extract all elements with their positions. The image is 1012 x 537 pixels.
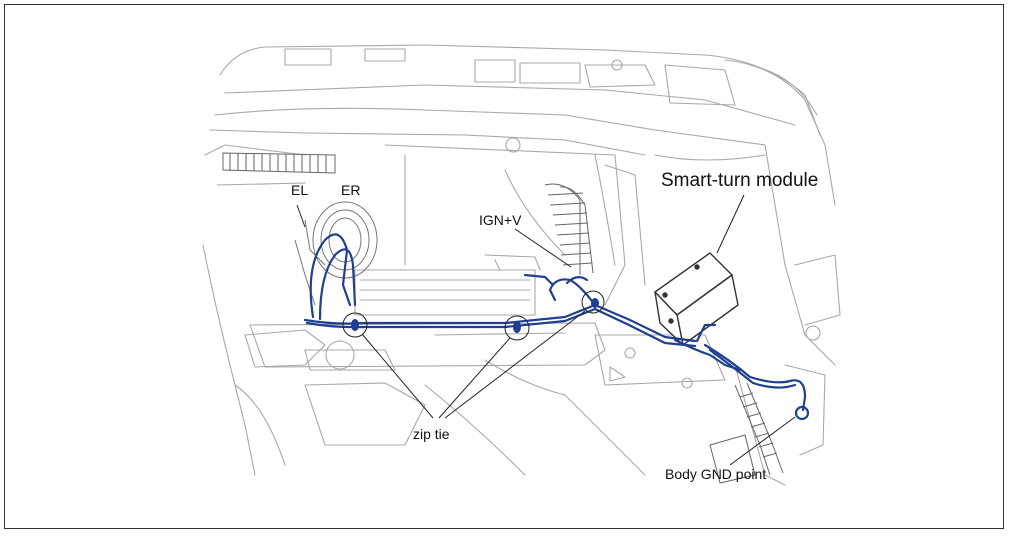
ground-label: Body GND point — [665, 466, 767, 482]
corrugated-harness-left — [222, 152, 336, 174]
dashboard-sketch — [202, 44, 841, 486]
ign-label: IGN+V — [479, 212, 522, 228]
el-label: EL — [291, 182, 309, 198]
module-label: Smart-turn module — [661, 170, 819, 191]
diagram-frame: EL ER IGN+V Smart-turn module zip tie Bo… — [4, 4, 1004, 529]
corrugated-tube — [544, 183, 594, 275]
zip-tie-label: zip tie — [413, 426, 450, 442]
zip-tie-marks — [351, 298, 599, 333]
dashboard-structure — [202, 44, 841, 486]
callout-lines — [296, 194, 796, 466]
zip-tie-circles — [342, 290, 605, 341]
smart-turn-module-box — [654, 252, 739, 346]
ground-harness — [709, 382, 784, 484]
er-label: ER — [341, 182, 361, 198]
wiring-harness — [303, 233, 810, 421]
